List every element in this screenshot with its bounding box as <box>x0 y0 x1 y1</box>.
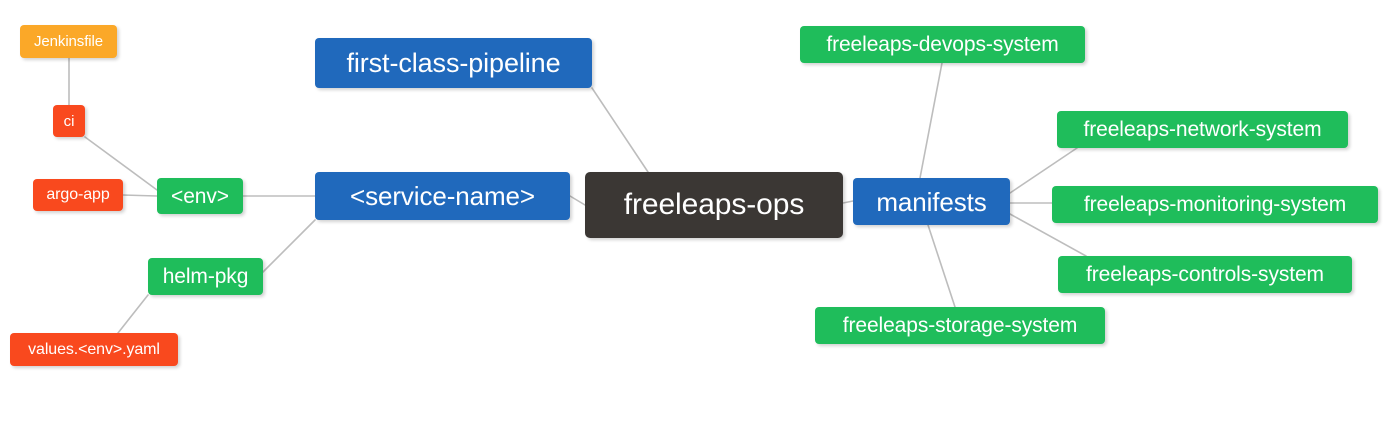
node-label: freeleaps-monitoring-system <box>1083 193 1347 216</box>
node-helm-pkg[interactable]: helm-pkg <box>148 258 263 295</box>
node-label: <service-name> <box>349 181 536 211</box>
node-label: ci <box>63 112 75 130</box>
node-label: <env> <box>171 184 229 208</box>
node-label: manifests <box>876 186 987 217</box>
node-jenkinsfile[interactable]: Jenkinsfile <box>20 25 117 58</box>
node-label: first-class-pipeline <box>346 47 561 78</box>
node-network-system[interactable]: freeleaps-network-system <box>1057 111 1348 148</box>
node-root[interactable]: freeleaps-ops <box>585 172 843 238</box>
node-label: freeleaps-ops <box>623 188 805 221</box>
node-controls-system[interactable]: freeleaps-controls-system <box>1058 256 1352 293</box>
node-manifests[interactable]: manifests <box>853 178 1010 225</box>
edge-root-to-first_class_pipeline <box>591 87 649 173</box>
node-env[interactable]: <env> <box>157 178 243 214</box>
node-first-class-pipeline[interactable]: first-class-pipeline <box>315 38 592 88</box>
edge-manifests-to-devops_system <box>919 62 943 179</box>
node-devops-system[interactable]: freeleaps-devops-system <box>800 26 1085 63</box>
node-label: freeleaps-network-system <box>1083 118 1322 141</box>
node-label: freeleaps-controls-system <box>1086 263 1324 286</box>
node-label: freeleaps-devops-system <box>826 33 1059 56</box>
node-label: freeleaps-storage-system <box>842 314 1078 337</box>
edge-helm_pkg-to-values_yaml <box>117 294 149 334</box>
node-storage-system[interactable]: freeleaps-storage-system <box>815 307 1105 344</box>
node-monitoring-system[interactable]: freeleaps-monitoring-system <box>1052 186 1378 223</box>
node-argo-app[interactable]: argo-app <box>33 179 123 211</box>
node-label: argo-app <box>46 186 110 203</box>
node-label: values.<env>.yaml <box>28 340 160 358</box>
node-label: Jenkinsfile <box>34 33 103 50</box>
edge-manifests-to-storage_system <box>927 224 956 308</box>
edge-root-to-service_name <box>569 195 586 206</box>
node-label: helm-pkg <box>162 265 249 288</box>
node-ci[interactable]: ci <box>53 105 85 137</box>
edge-root-to-manifests <box>842 200 854 204</box>
node-values-yaml[interactable]: values.<env>.yaml <box>10 333 178 366</box>
edge-service_name-to-helm_pkg <box>262 219 316 273</box>
edge-env-to-argo_app <box>122 194 158 197</box>
node-service-name[interactable]: <service-name> <box>315 172 570 220</box>
